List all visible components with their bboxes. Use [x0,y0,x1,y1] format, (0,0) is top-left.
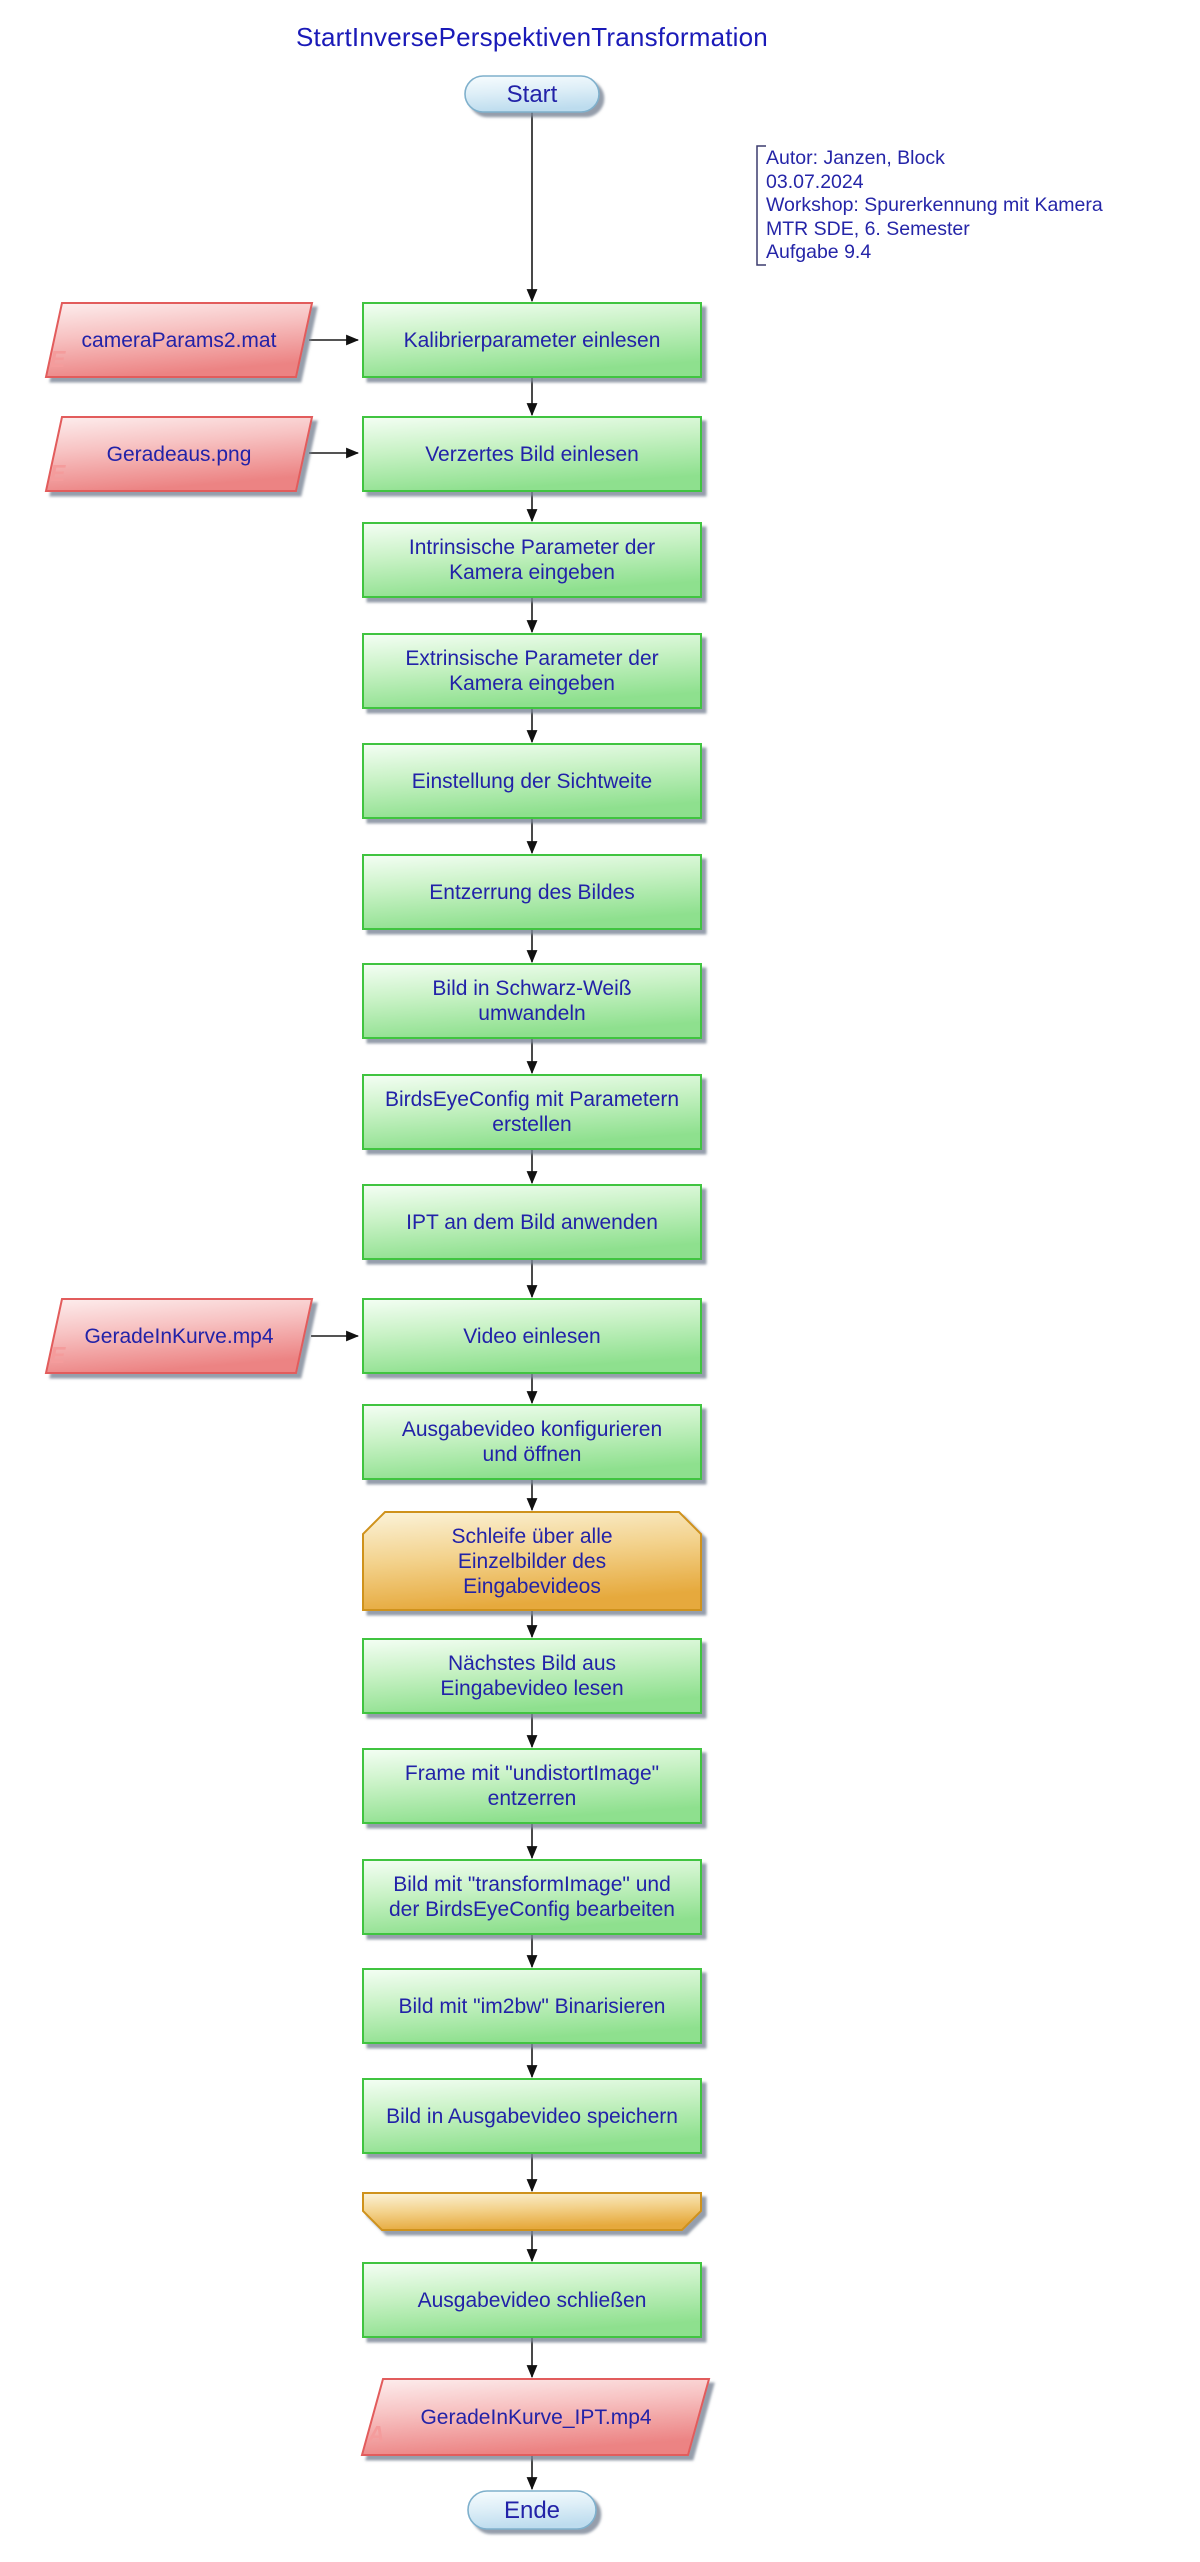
process-label: Verzertes Bild einlesen [425,442,639,466]
process-shape-video-einlesen [362,1298,702,1374]
output-label-geradeinkurve-ipt: GeradeInKurve_IPT.mp4 [420,2405,652,2429]
process-shape-undistort [362,1748,702,1824]
input-label-cameraparams: cameraParams2.mat [81,328,277,352]
process-shape-kalibrierparameter [362,302,702,378]
note-bracket [756,145,766,266]
input-marker-letter: E [50,346,66,372]
process-shape-im2bw [362,1968,702,2044]
process-label: Ausgabevideo konfigurieren und öffnen [401,1418,663,1466]
process-label: Intrinsische Parameter der Kamera eingeb… [408,536,656,584]
process-label: Nächstes Bild aus Eingabevideo lesen [440,1652,624,1700]
start-terminal-shape [464,75,600,113]
output-marker-letter: A [368,2421,385,2447]
end-terminal-shape [467,2490,597,2530]
process-label: Extrinsische Parameter der Kamera eingeb… [405,647,659,695]
process-label: BirdsEyeConfig mit Parametern erstellen [384,1088,680,1136]
output-shape-geradeinkurve-ipt [360,2378,711,2456]
process-shape-ausgabevideo-konfig [362,1404,702,1480]
process-label: Kalibrierparameter einlesen [403,328,661,352]
process-shape-schwarz-weiss [362,963,702,1039]
loop-end-shape [362,2192,702,2231]
process-shape-sichtweite [362,743,702,819]
diagram-title: StartInversePerspektivenTransformation [296,22,768,52]
process-shape-birdseyeconfig [362,1074,702,1150]
process-label: IPT an dem Bild anwenden [406,1210,658,1234]
process-label: Einstellung der Sichtweite [411,769,653,793]
process-shape-entzerrung [362,854,702,930]
process-shape-ausgabevideo-schliessen [362,2262,702,2338]
process-label: Entzerrung des Bildes [429,880,635,904]
process-label: Bild in Schwarz-Weiß umwandeln [432,977,632,1025]
process-shape-verzertes-bild [362,416,702,492]
input-shape-geradeaus [44,416,314,492]
input-shape-cameraparams [44,302,314,378]
input-marker-letter: E [50,1342,66,1368]
connector-lines [309,112,538,2491]
process-shape-transformimage [362,1859,702,1935]
input-marker-letter: E [50,460,66,486]
input-label-geradeaus: Geradeaus.png [106,442,252,466]
process-label: Video einlesen [463,1324,601,1348]
process-label: Bild mit "im2bw" Binarisieren [398,1994,666,2018]
process-label: Ausgabevideo schließen [417,2288,647,2312]
process-label: Bild mit "transformImage" und der BirdsE… [388,1873,675,1921]
process-shape-bild-speichern [362,2078,702,2154]
process-shape-extrinsische [362,633,702,709]
loop-start-shape [362,1511,702,1611]
process-shapes [362,302,702,2338]
input-label-geradeinkurve: GeradeInKurve.mp4 [84,1324,274,1348]
author-note: Autor: Janzen, Block 03.07.2024 Workshop… [766,147,1103,263]
process-label: Bild in Ausgabevideo speichern [386,2104,678,2128]
process-shape-ipt-anwenden [362,1184,702,1260]
loop-start-label: Schleife über alle Einzelbilder des Eing… [451,1524,613,1598]
process-label: Frame mit "undistortImage" entzerren [404,1762,660,1810]
process-shape-naechstes-bild [362,1638,702,1714]
process-shape-intrinsische [362,522,702,598]
input-shape-geradeinkurve [44,1298,314,1374]
end-terminal-label: Ende [503,2496,561,2524]
start-terminal-label: Start [506,80,558,108]
